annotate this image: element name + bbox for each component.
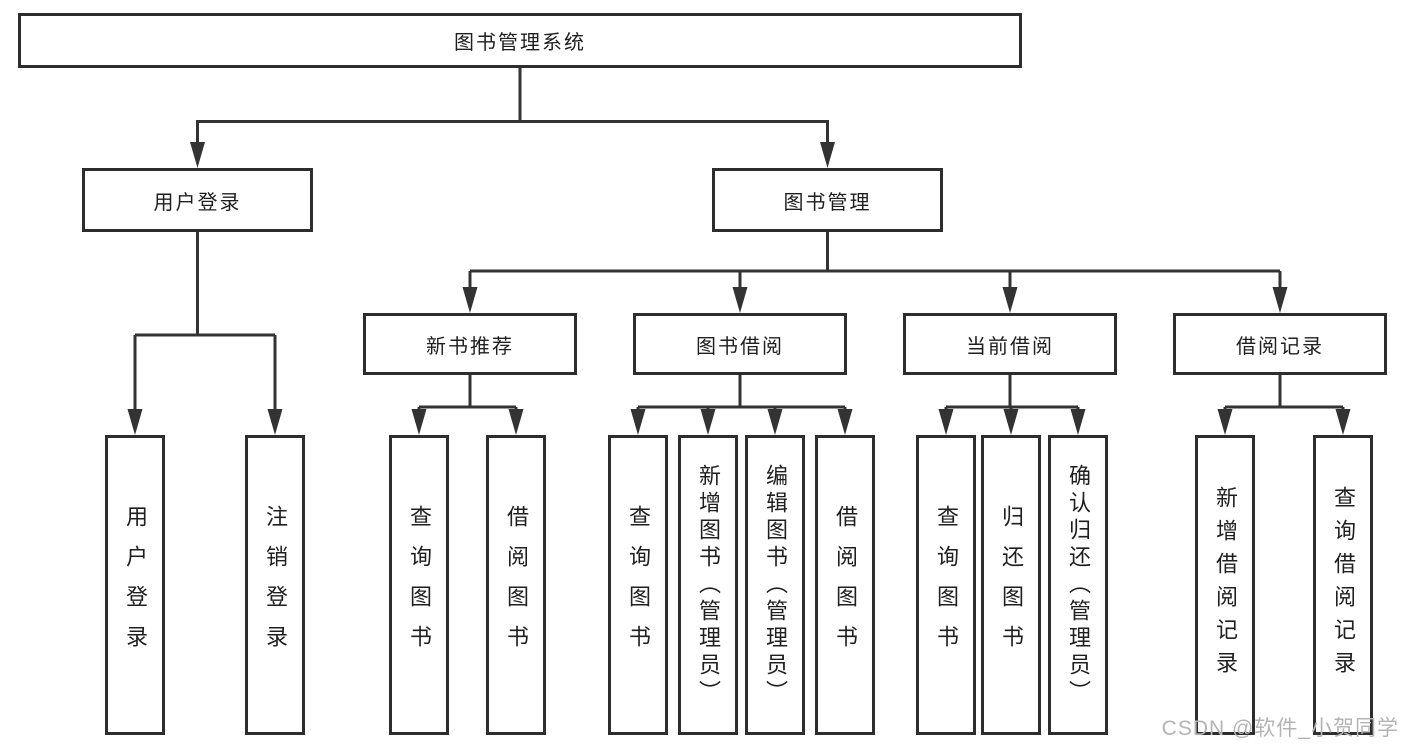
leaf-add-book-admin: 新增图书（管理员） bbox=[678, 435, 738, 735]
leaf-confirm-return-admin: 确认归还（管理员） bbox=[1048, 435, 1108, 735]
leaf-add-borrow-record: 新增借阅记录 bbox=[1195, 435, 1255, 735]
leaf-return-books: 归还图书 bbox=[981, 435, 1041, 735]
node-label: 归还图书 bbox=[999, 505, 1024, 665]
node-label: 图书借阅 bbox=[696, 335, 784, 358]
leaf-query-books-borrowing: 查询图书 bbox=[608, 435, 668, 735]
node-label: 用户登录 bbox=[153, 191, 242, 214]
leaf-query-books-current: 查询图书 bbox=[916, 435, 976, 735]
node-label: 图书管理 bbox=[783, 191, 872, 214]
node-label: 新增图书（管理员） bbox=[696, 463, 721, 707]
node-label: 编辑图书（管理员） bbox=[763, 463, 788, 707]
node-label: 借阅图书 bbox=[504, 505, 529, 665]
node-label: 确认归还（管理员） bbox=[1066, 463, 1091, 707]
node-label: 用户登录 bbox=[123, 505, 148, 665]
leaf-logout: 注销登录 bbox=[245, 435, 305, 735]
node-label: 新增借阅记录 bbox=[1213, 486, 1238, 684]
node-label: 查询图书 bbox=[934, 505, 959, 665]
node-new-book-recommendation: 新书推荐 bbox=[363, 313, 577, 375]
leaf-edit-book-admin: 编辑图书（管理员） bbox=[745, 435, 805, 735]
node-book-borrowing: 图书借阅 bbox=[633, 313, 847, 375]
node-label: 当前借阅 bbox=[966, 335, 1054, 358]
node-borrowing-records: 借阅记录 bbox=[1173, 313, 1387, 375]
node-label: 注销登录 bbox=[263, 505, 288, 665]
node-label: 查询图书 bbox=[626, 505, 651, 665]
csdn-watermark: CSDN @软件_小贺同学 bbox=[1161, 717, 1399, 740]
leaf-query-borrow-record: 查询借阅记录 bbox=[1313, 435, 1373, 735]
node-label: 借阅记录 bbox=[1236, 335, 1324, 358]
node-label: 查询图书 bbox=[407, 505, 432, 665]
leaf-user-login: 用户登录 bbox=[105, 435, 165, 735]
node-label: 借阅图书 bbox=[833, 505, 858, 665]
leaf-query-books-recommend: 查询图书 bbox=[389, 435, 449, 735]
node-current-borrowing: 当前借阅 bbox=[903, 313, 1117, 375]
leaf-borrow-books-recommend: 借阅图书 bbox=[486, 435, 546, 735]
node-label: 新书推荐 bbox=[426, 335, 514, 358]
node-label: 图书管理系统 bbox=[454, 32, 586, 54]
leaf-borrow-books: 借阅图书 bbox=[815, 435, 875, 735]
node-book-management: 图书管理 bbox=[712, 168, 943, 232]
node-label: 查询借阅记录 bbox=[1331, 486, 1356, 684]
node-library-management-system: 图书管理系统 bbox=[18, 13, 1022, 68]
node-user-login: 用户登录 bbox=[82, 168, 313, 232]
